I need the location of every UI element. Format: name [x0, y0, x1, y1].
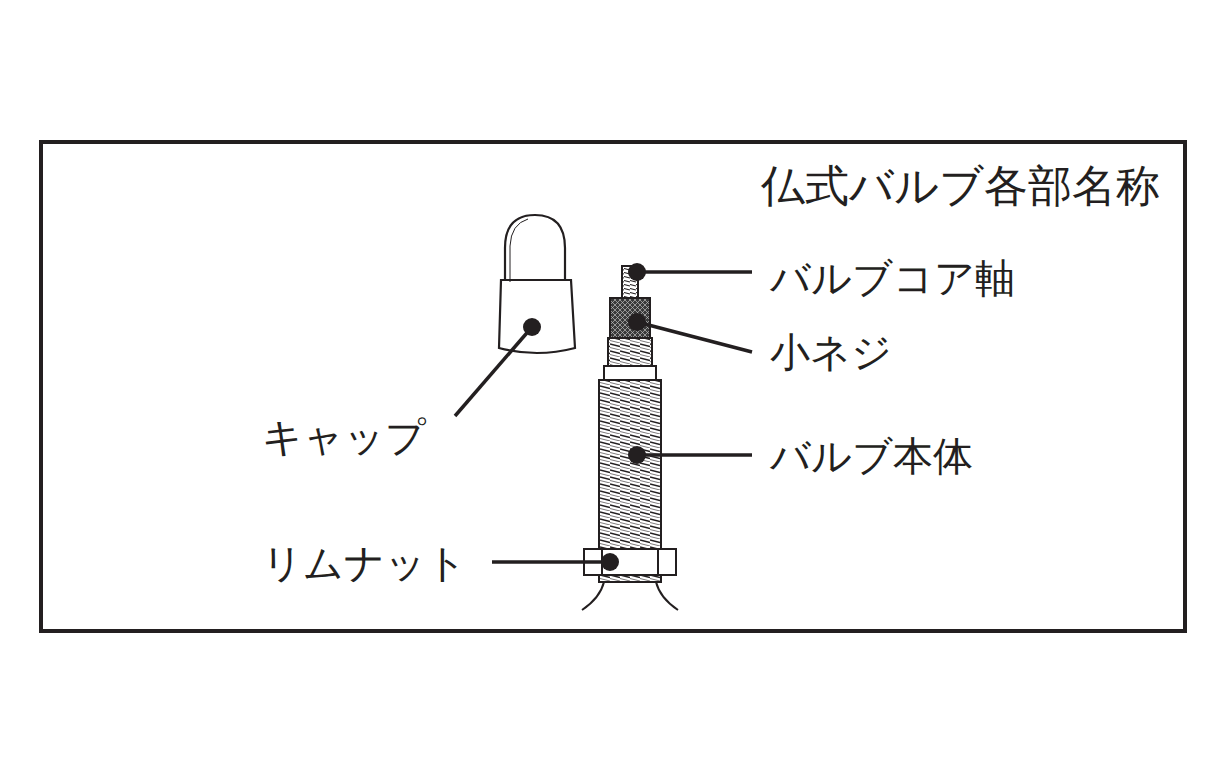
part-label: 小ネジ [770, 330, 892, 374]
leader-lines [455, 263, 752, 571]
diagram-title: 仏式バルブ各部名称 [761, 162, 1160, 210]
part-label: リムナット [262, 541, 467, 585]
presta-valve [582, 266, 678, 610]
frame [41, 142, 1185, 631]
part-label: バルブコア軸 [770, 256, 1015, 300]
cap [499, 215, 575, 353]
part-label: バルブ本体 [770, 434, 973, 478]
part-label: キャップ [262, 415, 426, 459]
